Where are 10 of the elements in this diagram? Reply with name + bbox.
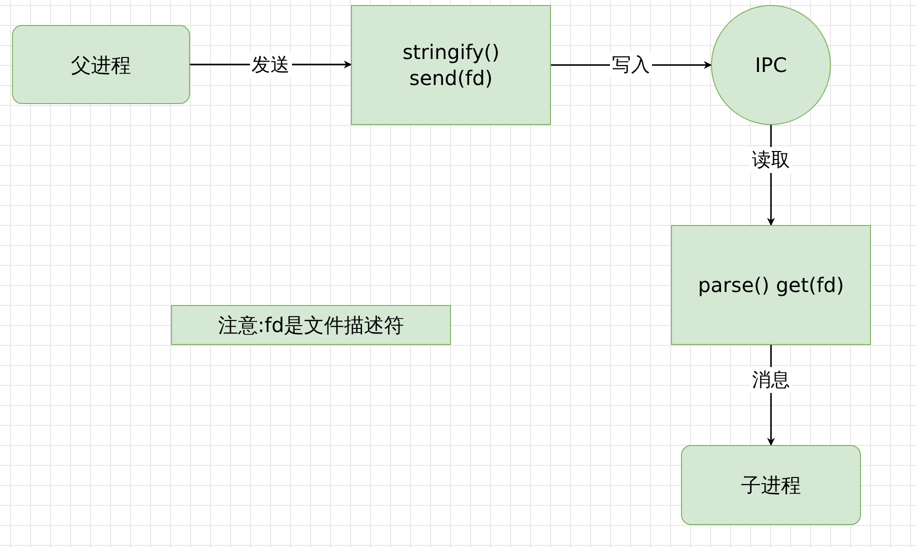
edge-label: 读取 <box>750 147 792 173</box>
process-box: parse() get(fd) <box>671 225 871 345</box>
note-box: 注意:fd是文件描述符 <box>171 305 451 345</box>
edge-label: 写入 <box>610 52 652 78</box>
edge-label: 消息 <box>750 367 792 393</box>
ipc-circle: IPC <box>711 5 831 125</box>
process-box: stringify() send(fd) <box>351 5 551 125</box>
edge-label: 发送 <box>250 52 292 78</box>
process-box: 父进程 <box>12 25 190 104</box>
process-box: 子进程 <box>681 445 861 525</box>
